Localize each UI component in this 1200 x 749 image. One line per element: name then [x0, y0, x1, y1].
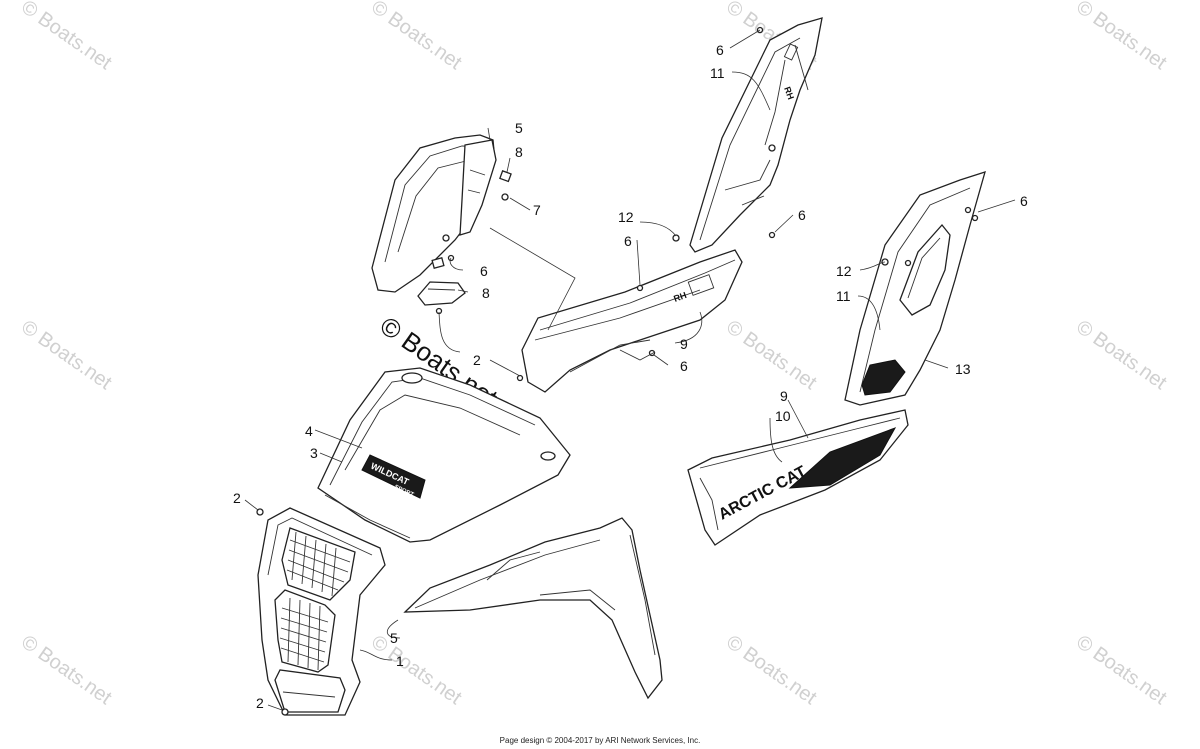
watermark: © Boats.net: [722, 316, 821, 394]
callout-12: 12: [618, 209, 634, 225]
callout-9: 9: [780, 388, 788, 404]
lower-grille-mesh: [279, 597, 329, 671]
grille-mesh: [286, 531, 351, 597]
callout-6: 6: [1020, 193, 1028, 209]
callout-11: 11: [710, 65, 725, 81]
watermark: © Boats.net: [1072, 0, 1171, 74]
part-side-panel-left: [371, 134, 497, 293]
callout-6: 6: [798, 207, 806, 223]
watermark: © Boats.net: [367, 0, 466, 74]
rh-decal: RH: [672, 290, 688, 304]
callout-13: 13: [955, 361, 971, 377]
callout-2: 2: [256, 695, 264, 711]
callout-12: 12: [836, 263, 852, 279]
part-lower-fender: [403, 517, 663, 700]
callout-5: 5: [515, 120, 523, 136]
callout-10: 10: [775, 408, 791, 424]
callout-6: 6: [624, 233, 632, 249]
callout-1: 1: [396, 653, 404, 669]
watermark: © Boats.net: [17, 316, 116, 394]
part-nut: [499, 170, 512, 201]
part-upper-rh-panel: RH: [689, 17, 823, 253]
callout-2: 2: [473, 352, 481, 368]
part-bracket: [417, 257, 466, 315]
part-front-grille: [257, 507, 386, 716]
callout-8: 8: [482, 285, 490, 301]
watermark: © Boats.net: [367, 631, 466, 709]
callout-9: 9: [680, 336, 688, 352]
callout-8: 8: [515, 144, 523, 160]
footer-copyright: Page design © 2004-2017 by ARI Network S…: [499, 736, 701, 745]
callout-2: 2: [233, 490, 241, 506]
callout-7: 7: [533, 202, 541, 218]
part-right-outer-panel: [844, 171, 986, 406]
leader-lines: [244, 29, 1016, 711]
callout-6: 6: [480, 263, 488, 279]
watermark: © Boats.net: [1072, 316, 1171, 394]
part-lower-side-panel: ARCTIC CAT: [687, 409, 909, 546]
callout-3: 3: [310, 445, 318, 461]
watermark: © Boats.net: [722, 631, 821, 709]
part-mid-rh-panel: RH: [521, 249, 743, 393]
fasteners: [256, 214, 979, 716]
part-hood: WILDCAT SPORT: [317, 367, 571, 543]
callout-11: 11: [836, 288, 851, 304]
callout-5: 5: [390, 630, 398, 646]
callout-6: 6: [680, 358, 688, 374]
watermark: © Boats.net: [17, 631, 116, 709]
callout-6: 6: [716, 42, 724, 58]
watermark: © Boats.net: [1072, 631, 1171, 709]
callout-4: 4: [305, 423, 313, 439]
rh-decal: RH: [782, 85, 796, 101]
watermark: © Boats.net: [17, 0, 116, 74]
callouts: 6 11 5 8 7 12 6 6 6 6 8 12 11 9 2 6 13 9…: [233, 42, 1028, 711]
